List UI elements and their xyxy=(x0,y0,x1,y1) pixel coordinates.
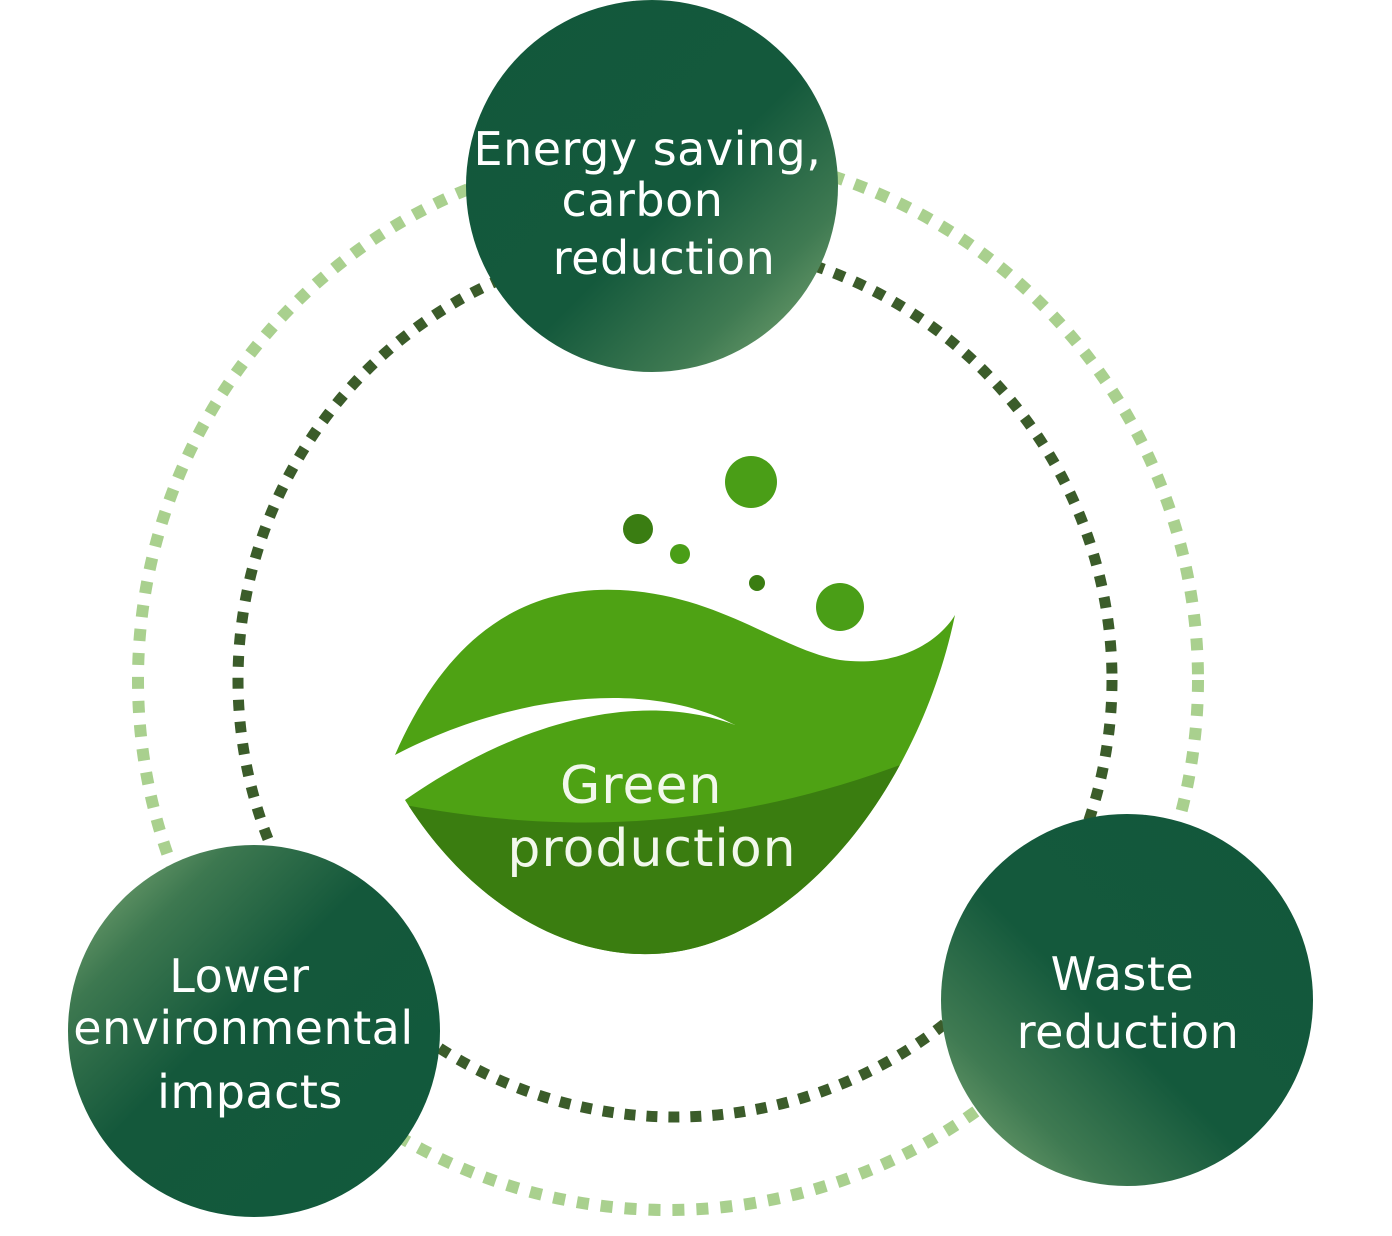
center-label: Green production xyxy=(507,756,796,879)
node-waste-reduction: Waste reduction xyxy=(941,814,1313,1186)
bubble-icon xyxy=(749,575,765,591)
node-label-line: reduction xyxy=(553,231,775,285)
node-lower-impacts: Lower environmental impacts xyxy=(68,845,440,1217)
node-label-line: impacts xyxy=(157,1065,343,1119)
node-label-line: Energy saving, xyxy=(474,122,822,176)
node-label-line: Waste xyxy=(1051,947,1195,1001)
node-circle xyxy=(68,845,440,1217)
center-label-line: Green xyxy=(560,756,722,816)
node-label-line: reduction xyxy=(1017,1005,1239,1059)
node-circle xyxy=(466,0,838,372)
node-energy-saving: Energy saving, carbon reduction xyxy=(466,0,838,372)
bubble-icon xyxy=(623,514,653,544)
bubble-icon xyxy=(816,583,864,631)
node-label: Waste reduction xyxy=(1017,947,1239,1059)
node-label: Lower environmental impacts xyxy=(73,949,429,1119)
bubbles xyxy=(623,456,864,631)
bubble-icon xyxy=(725,456,777,508)
node-label-line: Lower xyxy=(169,949,309,1003)
node-label-line: environmental xyxy=(73,1001,413,1055)
node-label-line: carbon xyxy=(561,173,723,227)
bubble-icon xyxy=(670,544,690,564)
center-label-line: production xyxy=(507,819,796,879)
inner-dotted-ring xyxy=(232,237,1118,1123)
node-label: Energy saving, carbon reduction xyxy=(474,122,837,285)
node-circle xyxy=(941,814,1313,1186)
